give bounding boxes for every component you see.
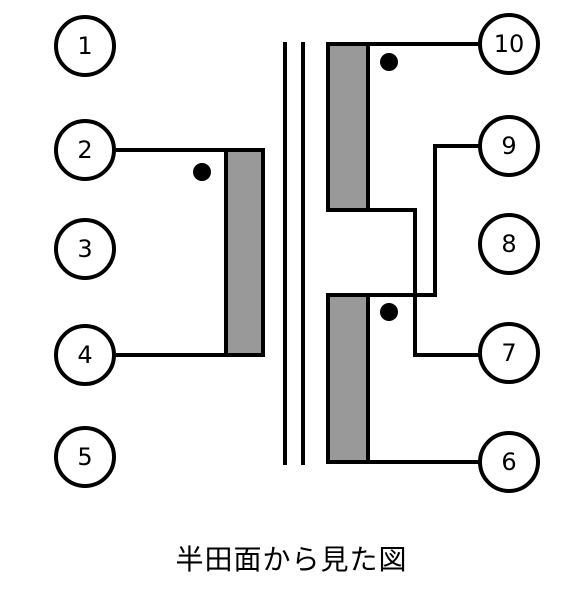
pin-9: 9 bbox=[478, 115, 540, 177]
pin-circle bbox=[478, 322, 540, 384]
pin-circle bbox=[478, 213, 540, 275]
wiring bbox=[116, 42, 480, 464]
diagram-caption: 半田面から見た図 bbox=[175, 543, 408, 576]
transformer-core bbox=[283, 42, 305, 465]
pin-10: 10 bbox=[478, 13, 540, 75]
wire-pin7 bbox=[368, 208, 480, 357]
pin-7: 7 bbox=[478, 322, 540, 384]
pin-2: 2 bbox=[54, 119, 116, 181]
pin-label: 7 bbox=[501, 339, 516, 367]
pin-circle bbox=[54, 324, 116, 386]
polarity-dot-primary bbox=[193, 163, 211, 181]
pin-1: 1 bbox=[54, 15, 116, 77]
pin-circle bbox=[478, 431, 540, 493]
pin-circle bbox=[54, 426, 116, 488]
pin-label: 5 bbox=[77, 443, 92, 471]
pin-label: 4 bbox=[77, 341, 92, 369]
pin-circle bbox=[478, 115, 540, 177]
wire-pin9 bbox=[368, 144, 480, 297]
polarity-dot-lower bbox=[380, 303, 398, 321]
windings bbox=[224, 42, 370, 464]
pin-8: 8 bbox=[478, 213, 540, 275]
pin-circle bbox=[54, 15, 116, 77]
pin-label: 2 bbox=[77, 136, 92, 164]
pin-label: 6 bbox=[501, 448, 516, 476]
pin-6: 6 bbox=[478, 431, 540, 493]
pin-label: 10 bbox=[494, 30, 525, 58]
polarity-dot-upper bbox=[380, 53, 398, 71]
pin-3: 3 bbox=[54, 218, 116, 280]
pin-label: 3 bbox=[77, 235, 92, 263]
secondary-winding-lower bbox=[326, 293, 370, 464]
pin-4: 4 bbox=[54, 324, 116, 386]
pin-label: 9 bbox=[501, 132, 516, 160]
pin-circle bbox=[54, 218, 116, 280]
pin-label: 8 bbox=[501, 230, 516, 258]
pin-circle bbox=[54, 119, 116, 181]
primary-winding bbox=[224, 148, 265, 357]
secondary-winding-upper bbox=[326, 42, 370, 212]
polarity-dots bbox=[193, 53, 398, 321]
pin-5: 5 bbox=[54, 426, 116, 488]
pin-label: 1 bbox=[77, 32, 92, 60]
pin-circle bbox=[478, 13, 540, 75]
